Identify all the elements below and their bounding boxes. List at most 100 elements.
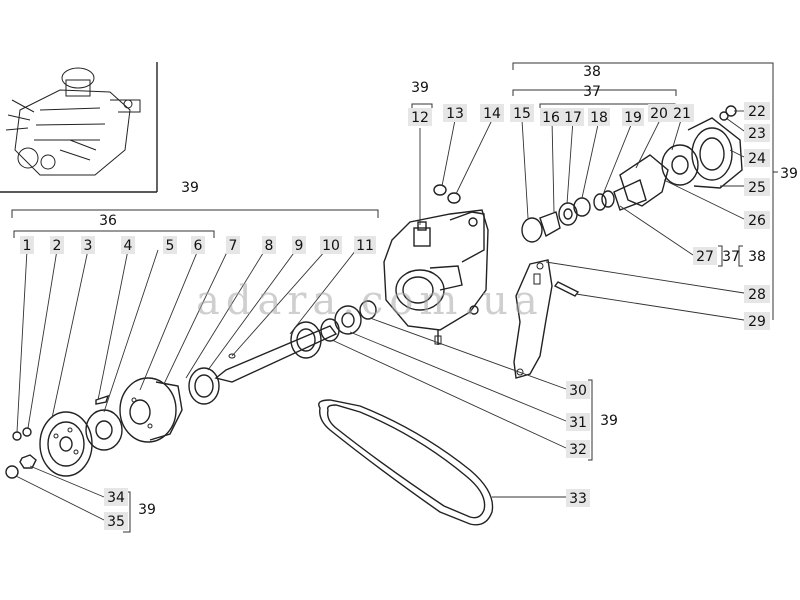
part-number-9: 9 xyxy=(295,238,304,254)
label-6: 6 xyxy=(191,236,205,254)
engine-thumbnail-inset xyxy=(0,62,158,193)
group-label-impeller-right: 39 xyxy=(780,166,798,182)
label-29: 29 xyxy=(744,312,770,330)
group-label-pulley-set: 36 xyxy=(99,213,117,229)
group-label-nuts: 39 xyxy=(138,502,156,518)
group-label-seal-group: 38 xyxy=(748,249,766,265)
label-15: 15 xyxy=(510,104,534,122)
part-number-34: 34 xyxy=(107,490,125,506)
label-12: 12 xyxy=(408,108,432,126)
watermark-text: adara.com.ua xyxy=(196,278,544,324)
label-23: 23 xyxy=(744,124,770,142)
label-27: 27 xyxy=(693,247,717,265)
label-30: 30 xyxy=(566,381,590,399)
label-33: 33 xyxy=(566,489,590,507)
label-8: 8 xyxy=(262,236,276,254)
group-label-pulley: 39 xyxy=(181,180,199,196)
assembly-labels: 39 36 39 38 37 39 37 38 39 39 xyxy=(99,64,798,518)
drive-pulley xyxy=(39,411,93,477)
label-32: 32 xyxy=(566,440,590,458)
label-24: 24 xyxy=(744,149,770,167)
part-number-21: 21 xyxy=(673,106,691,122)
label-14: 14 xyxy=(480,104,504,122)
part-number-25: 25 xyxy=(748,180,766,196)
nuts-13-14 xyxy=(433,184,461,204)
label-22: 22 xyxy=(744,102,770,120)
label-5: 5 xyxy=(163,236,177,254)
part-number-26: 26 xyxy=(748,213,766,229)
group-label-impeller-set: 37 xyxy=(583,84,601,100)
part-number-20: 20 xyxy=(650,106,668,122)
part-number-22: 22 xyxy=(748,104,766,120)
part-number-27: 27 xyxy=(696,249,714,265)
pulley-flange xyxy=(85,394,123,451)
part-number-30: 30 xyxy=(569,383,587,399)
label-17: 17 xyxy=(562,108,584,126)
part-number-16: 16 xyxy=(542,110,560,126)
label-2: 2 xyxy=(50,236,64,254)
mounting-plate xyxy=(513,259,553,379)
label-20: 20 xyxy=(648,104,670,122)
shaft-and-bearings xyxy=(188,300,377,405)
group-label-housing: 39 xyxy=(411,80,429,96)
small-nuts xyxy=(5,427,37,479)
group-label-bearings: 39 xyxy=(600,413,618,429)
part-number-31: 31 xyxy=(569,415,587,431)
label-18: 18 xyxy=(588,108,610,126)
group-brackets xyxy=(11,62,778,533)
label-19: 19 xyxy=(622,108,644,126)
part-number-13: 13 xyxy=(446,106,464,122)
part-number-12: 12 xyxy=(411,110,429,126)
label-13: 13 xyxy=(443,104,467,122)
label-34: 34 xyxy=(104,488,128,506)
part-labels: 1 2 3 4 5 6 7 8 9 10 11 12 13 14 15 16 1… xyxy=(20,102,770,530)
label-25: 25 xyxy=(744,178,770,196)
label-26: 26 xyxy=(744,211,770,229)
label-28: 28 xyxy=(744,285,770,303)
part-number-2: 2 xyxy=(53,238,62,254)
part-number-11: 11 xyxy=(356,238,374,254)
label-7: 7 xyxy=(226,236,240,254)
engine-thumbnail-icon xyxy=(5,67,141,176)
stud xyxy=(553,281,580,297)
label-9: 9 xyxy=(292,236,306,254)
part-number-3: 3 xyxy=(84,238,93,254)
part-number-23: 23 xyxy=(748,126,766,142)
part-number-24: 24 xyxy=(748,151,766,167)
part-number-10: 10 xyxy=(322,238,340,254)
label-4: 4 xyxy=(121,236,135,254)
part-number-14: 14 xyxy=(483,106,501,122)
group-label-impeller: 38 xyxy=(583,64,601,80)
part-number-19: 19 xyxy=(624,110,642,126)
part-number-18: 18 xyxy=(590,110,608,126)
label-31: 31 xyxy=(566,413,590,431)
part-number-17: 17 xyxy=(564,110,582,126)
impeller-assembly xyxy=(521,105,743,243)
label-21: 21 xyxy=(670,104,694,122)
part-number-6: 6 xyxy=(194,238,203,254)
pump-housing xyxy=(383,209,489,345)
group-label-seal-set: 37 xyxy=(722,249,740,265)
part-number-8: 8 xyxy=(265,238,274,254)
label-35: 35 xyxy=(104,512,128,530)
label-10: 10 xyxy=(320,236,342,254)
part-number-5: 5 xyxy=(166,238,175,254)
part-number-35: 35 xyxy=(107,514,125,530)
part-number-1: 1 xyxy=(23,238,32,254)
label-11: 11 xyxy=(354,236,376,254)
part-number-32: 32 xyxy=(569,442,587,458)
label-16: 16 xyxy=(540,108,562,126)
part-number-33: 33 xyxy=(569,491,587,507)
label-1: 1 xyxy=(20,236,34,254)
part-number-4: 4 xyxy=(124,238,133,254)
label-3: 3 xyxy=(81,236,95,254)
part-number-7: 7 xyxy=(229,238,238,254)
part-number-15: 15 xyxy=(513,106,531,122)
part-number-29: 29 xyxy=(748,314,766,330)
v-belt xyxy=(318,399,494,526)
hub xyxy=(119,377,183,443)
part-number-28: 28 xyxy=(748,287,766,303)
leader-lines xyxy=(15,110,745,521)
